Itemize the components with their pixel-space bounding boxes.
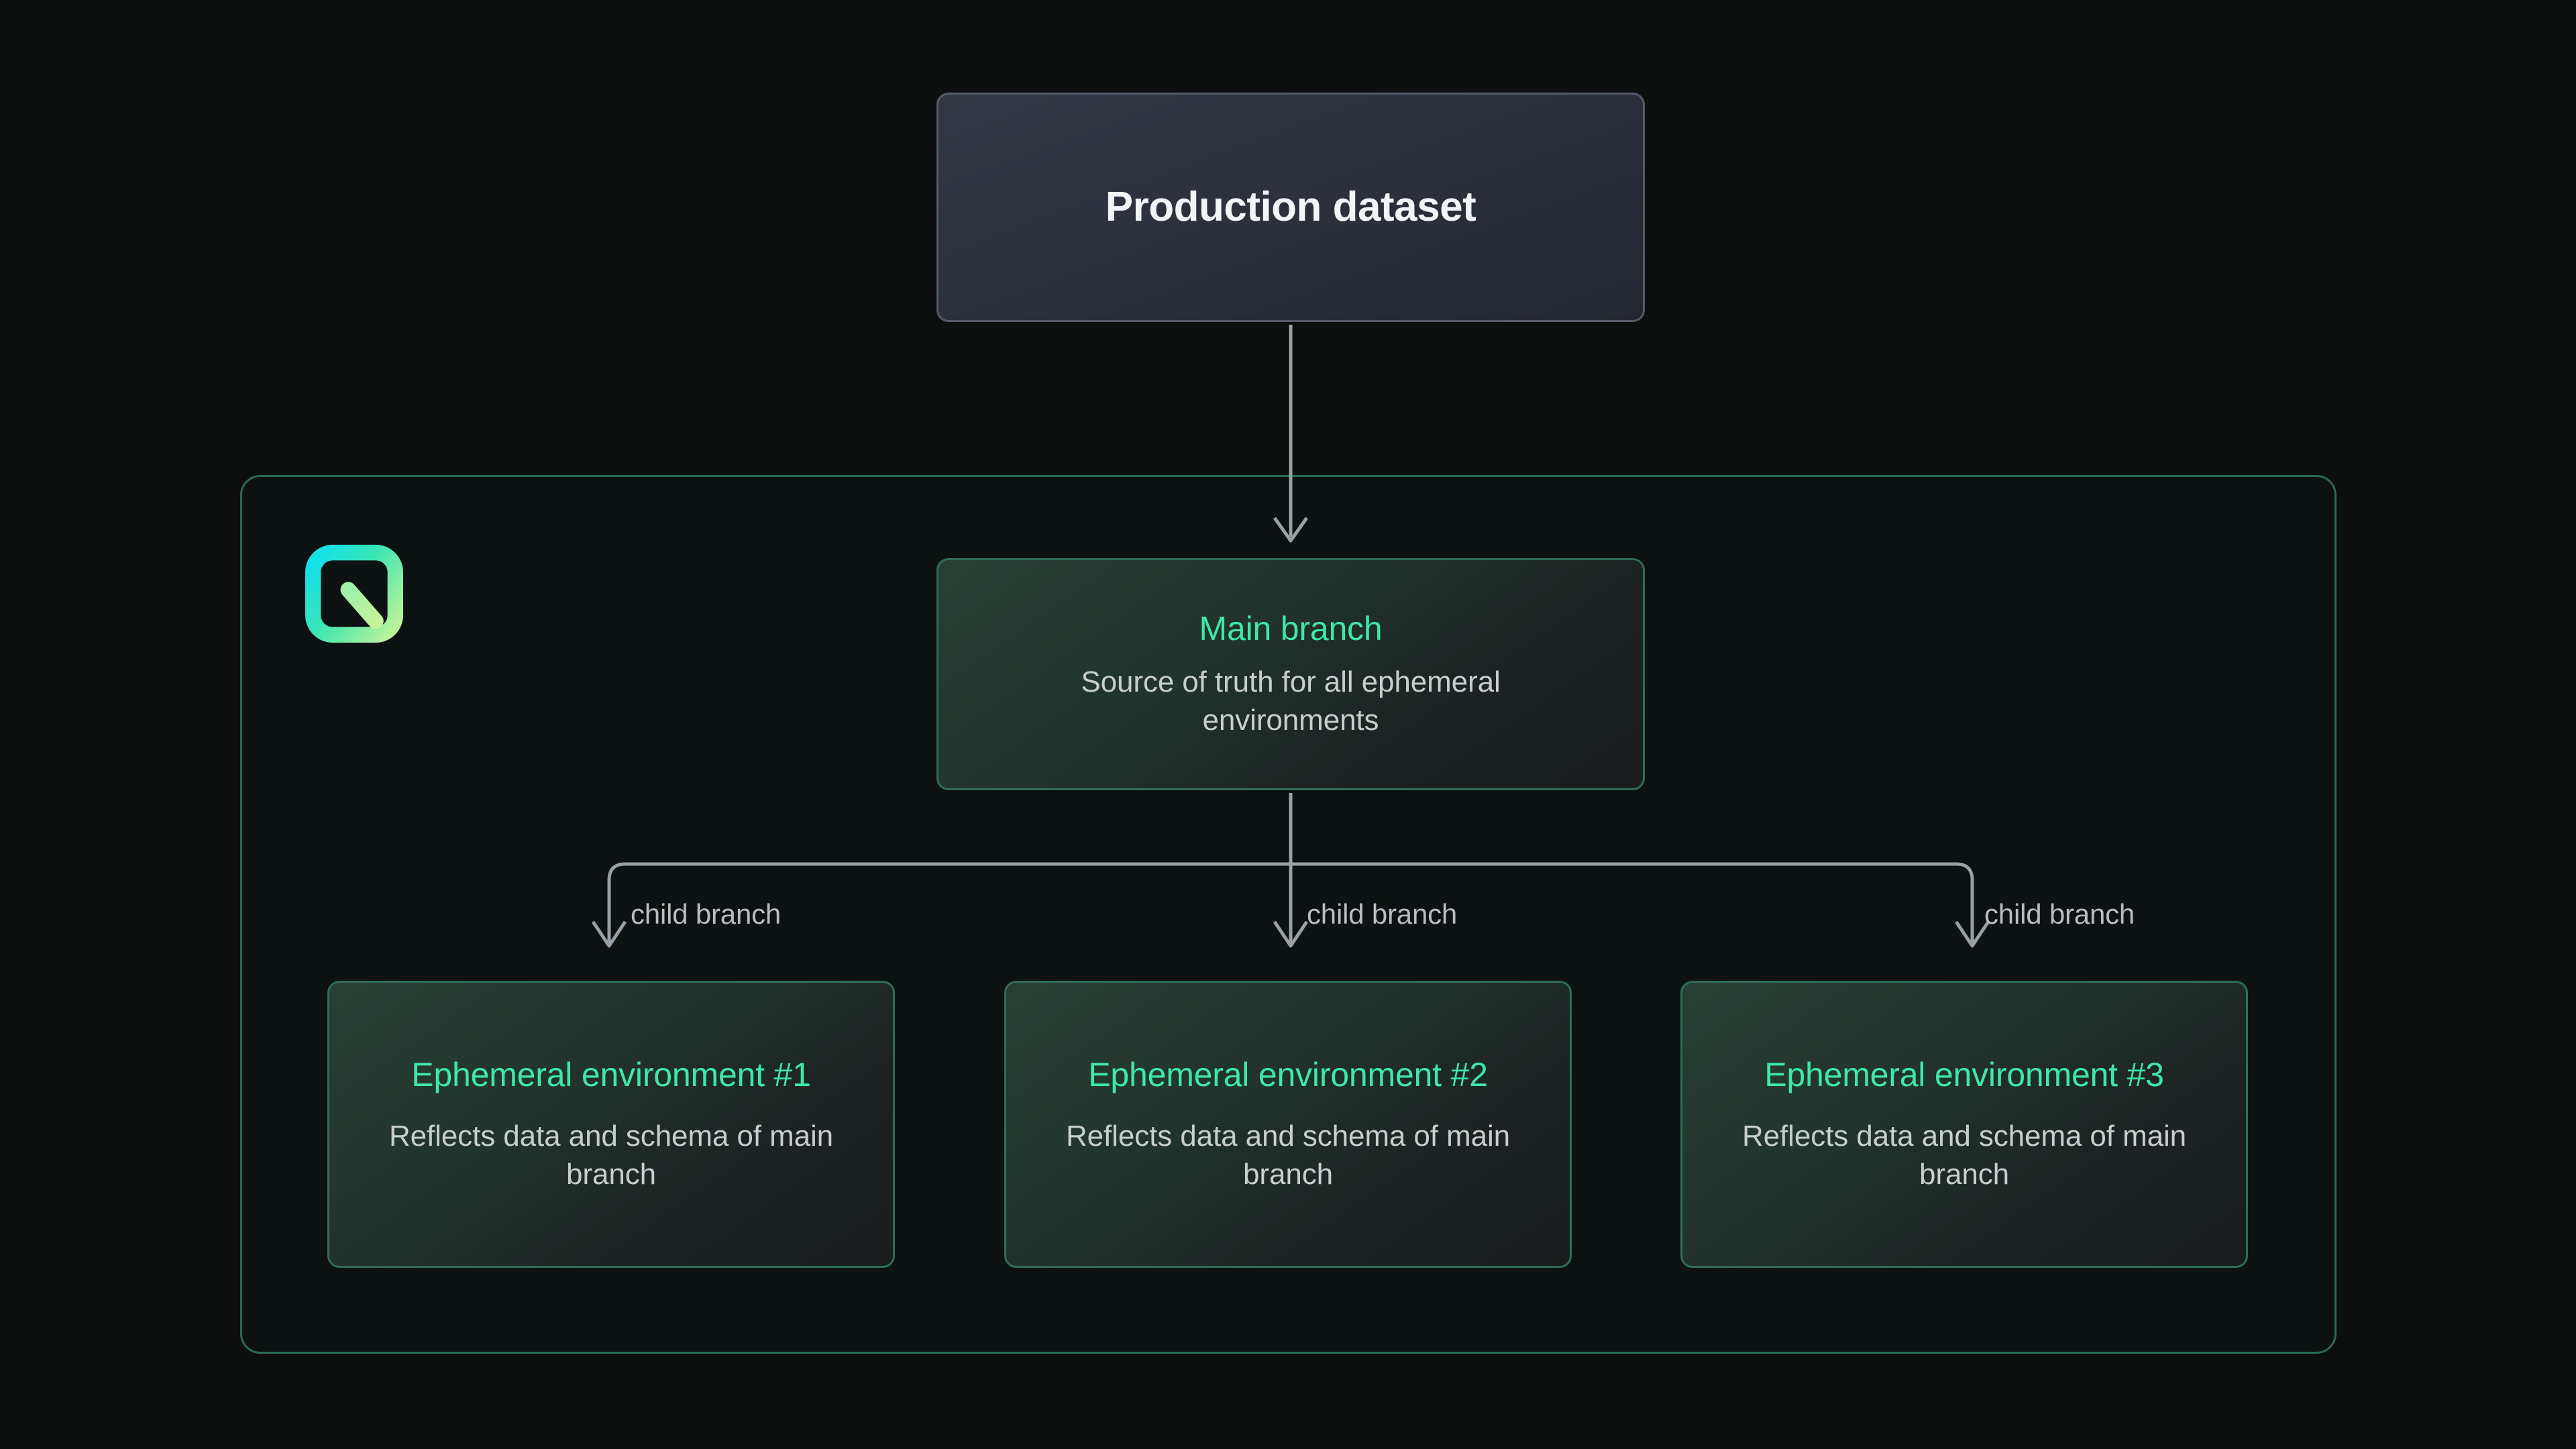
edge-label-child-branch-1: child branch — [631, 898, 782, 930]
main-branch-node: Main branch Source of truth for all ephe… — [936, 558, 1645, 790]
ephemeral-environment-1-description: Reflects data and schema of main branch — [388, 1120, 834, 1191]
ephemeral-environment-2-node: Ephemeral environment #2 Reflects data a… — [1004, 981, 1572, 1268]
ephemeral-environment-2-title: Ephemeral environment #2 — [1088, 1056, 1488, 1094]
main-branch-title: Main branch — [1199, 610, 1383, 648]
production-dataset-title: Production dataset — [1105, 183, 1477, 230]
edge-label-child-branch-3: child branch — [1984, 898, 2135, 930]
ephemeral-environment-1-node: Ephemeral environment #1 Reflects data a… — [327, 981, 895, 1268]
ephemeral-environment-3-node: Ephemeral environment #3 Reflects data a… — [1680, 981, 2248, 1268]
production-dataset-node: Production dataset — [936, 93, 1645, 322]
neon-logo-icon — [305, 545, 403, 643]
edge-label-child-branch-2: child branch — [1307, 898, 1458, 930]
ephemeral-environment-3-title: Ephemeral environment #3 — [1764, 1056, 2164, 1094]
ephemeral-environment-2-description: Reflects data and schema of main branch — [1065, 1120, 1511, 1191]
ephemeral-environment-3-description: Reflects data and schema of main branch — [1741, 1120, 2187, 1191]
ephemeral-environment-1-title: Ephemeral environment #1 — [411, 1056, 811, 1094]
main-branch-description: Source of truth for all ephemeral enviro… — [1081, 665, 1501, 737]
